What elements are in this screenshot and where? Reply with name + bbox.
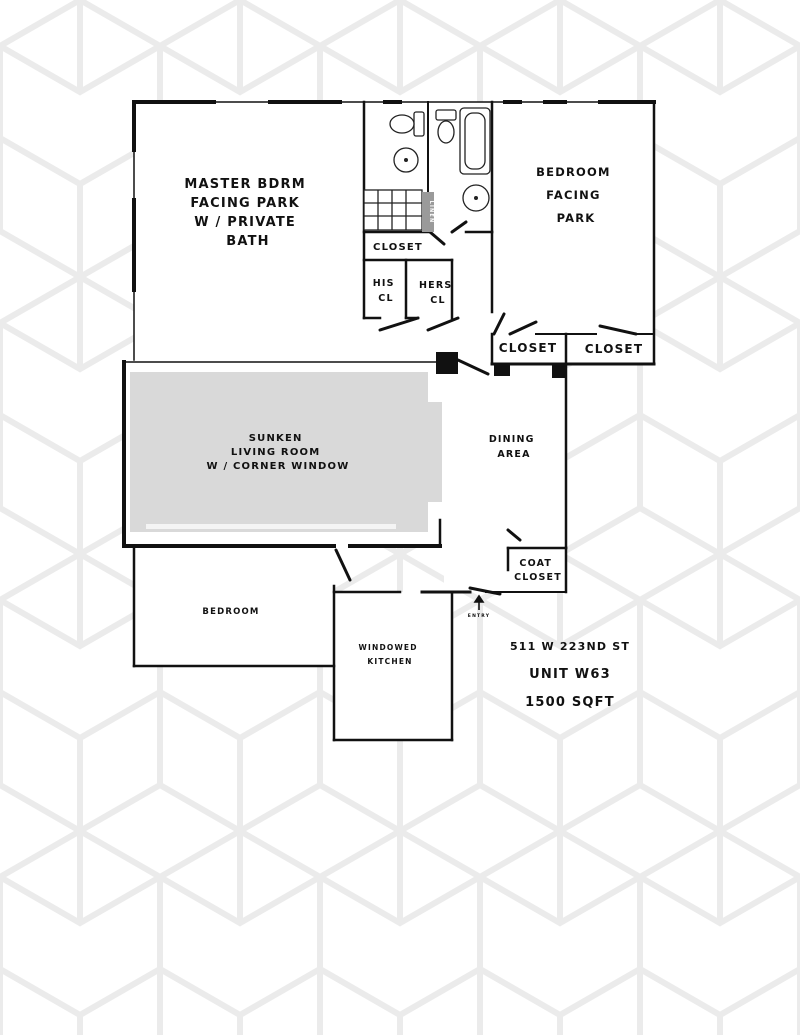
address-text: 511 W 223ND ST <box>510 640 630 653</box>
closet-left-label: CLOSET <box>499 341 557 355</box>
living-room-sunken-area <box>130 372 442 532</box>
his-closet-label: HIS CL <box>373 278 399 304</box>
coat-closet-label: COAT CLOSET <box>514 558 562 583</box>
entry-label: ENTRY <box>468 613 490 619</box>
bedroom-label: BEDROOM <box>202 607 259 617</box>
door-swings <box>334 220 638 596</box>
linen-cabinet <box>422 192 434 232</box>
unit-text: UNIT W63 <box>529 667 611 682</box>
dining-area-label: DINING AREA <box>489 434 539 460</box>
structural-columns <box>436 352 566 378</box>
living-room-label: SUNKEN LIVING ROOM W / CORNER WINDOW <box>207 433 350 472</box>
entry-arrow-icon <box>473 594 485 610</box>
toilet-icon <box>435 109 457 144</box>
hers-closet-label: HERS CL <box>419 280 457 306</box>
area-text: 1500 SQFT <box>525 695 615 710</box>
sink-icon <box>462 184 490 212</box>
linen-label: LINEN <box>428 201 434 224</box>
sink-icon <box>393 147 419 173</box>
bathroom-fixtures <box>363 107 491 232</box>
closet-right-label: CLOSET <box>585 342 643 356</box>
toilet-icon <box>389 111 425 137</box>
bedroom-facing-park-label: BEDROOM FACING PARK <box>536 165 616 225</box>
bathtub-icon <box>459 107 491 175</box>
kitchen-label: WINDOWED KITCHEN <box>359 643 422 666</box>
closet-label: CLOSET <box>373 242 423 253</box>
shower-tile-icon <box>363 189 423 231</box>
master-bedroom-label: MASTER BDRM FACING PARK W / PRIVATE BATH <box>184 177 311 249</box>
